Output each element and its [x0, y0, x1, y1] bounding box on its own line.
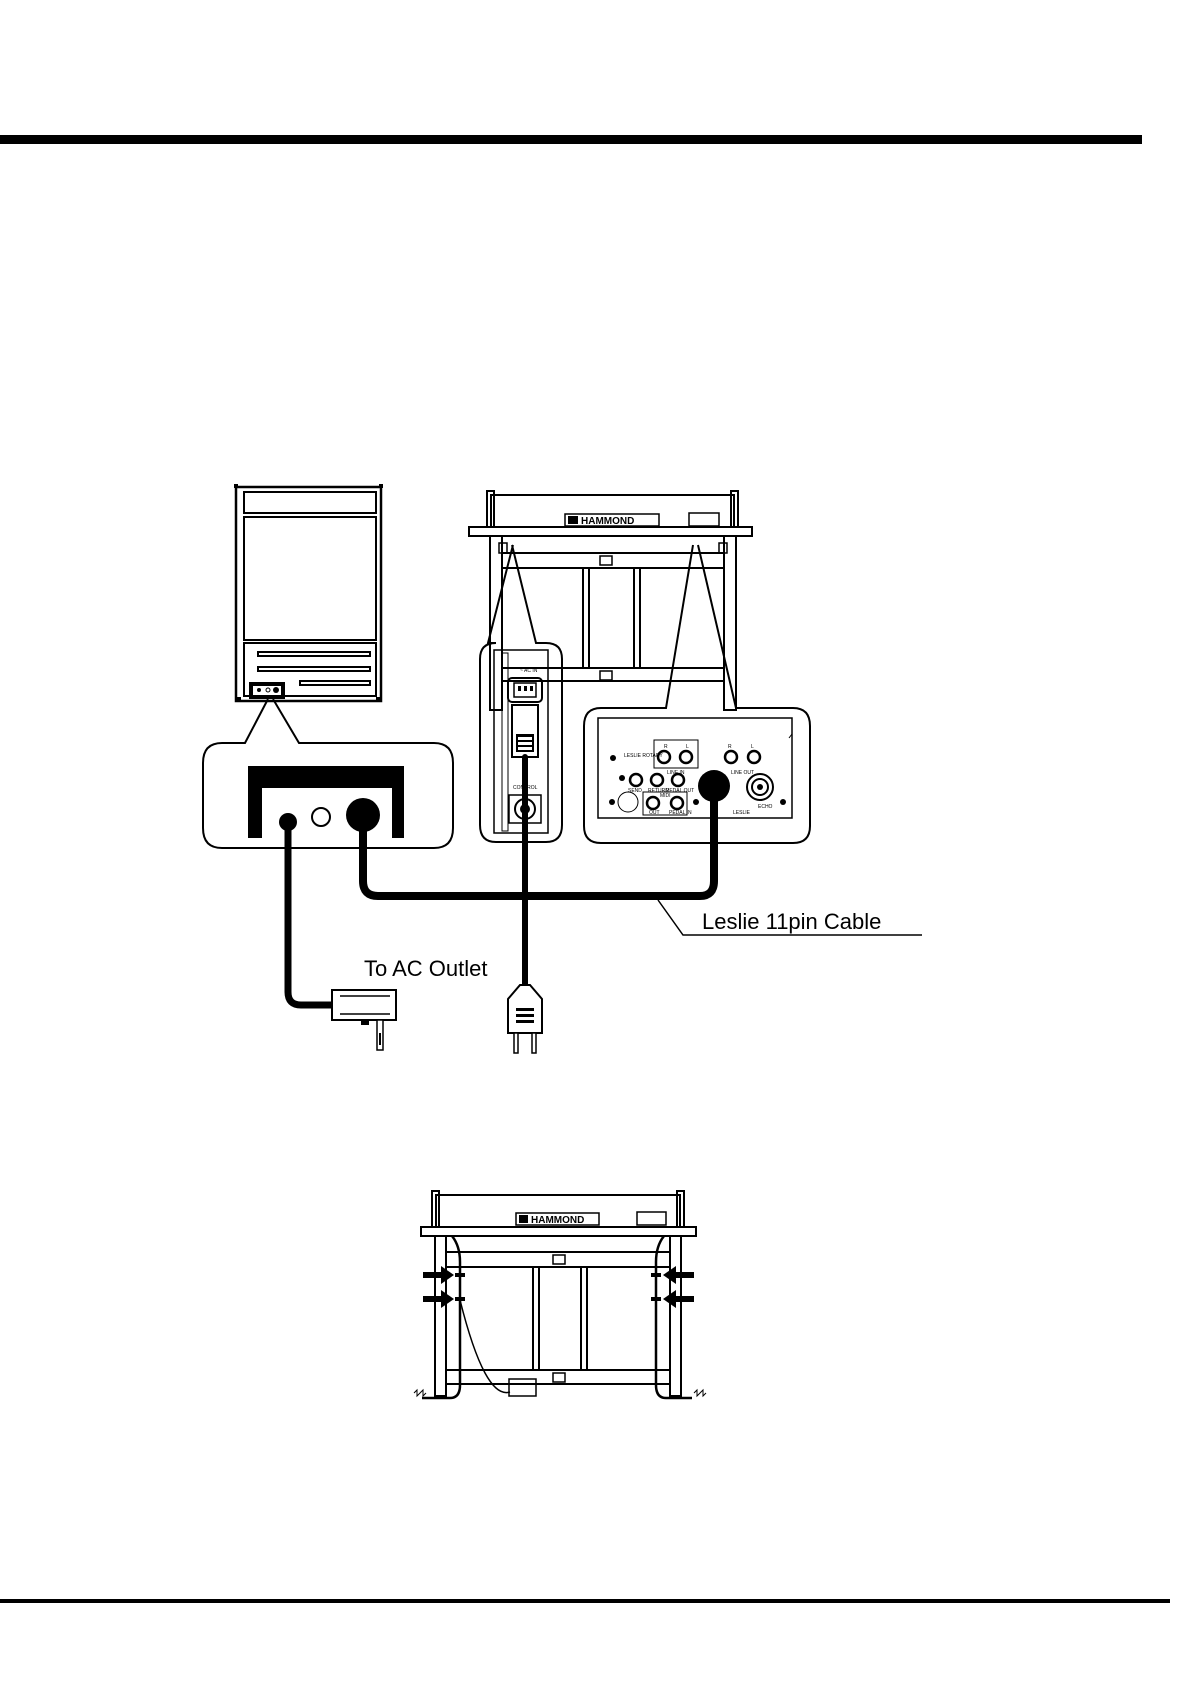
- ac-panel-callout: ~ AC IN CONTROL: [480, 545, 562, 842]
- organ-brand-label-2: HAMMOND: [531, 1215, 584, 1226]
- leslie-power-cable: [288, 822, 332, 1005]
- leslie-rotary-label: LESLIE ROTARY: [624, 753, 663, 759]
- jack-r2-label: R: [728, 744, 732, 750]
- ac-outlet-label: To AC Outlet: [364, 956, 488, 981]
- organ-brand-label: HAMMOND: [581, 516, 634, 527]
- arrow-right-icon: [423, 1290, 454, 1308]
- pedal-in-label: PEDAL IN: [669, 810, 692, 816]
- jack-l-label: L: [686, 744, 689, 750]
- arrow-left-icon: [663, 1266, 694, 1284]
- arrow-right-icon: [423, 1266, 454, 1284]
- organ-ac-plug: [508, 985, 542, 1053]
- ac-in-label: ~ AC IN: [520, 668, 538, 674]
- leslie-speaker-cabinet: [234, 484, 383, 702]
- clamp-arrows: [423, 1266, 694, 1308]
- jack-l2-label: L: [751, 744, 754, 750]
- jack-panel-callout: R L LINE IN R L LINE OUT LESLIE ROTARY S…: [584, 545, 810, 843]
- jack-r-label: R: [664, 744, 668, 750]
- organ-cable-routing-view: HAMMOND: [414, 1191, 706, 1398]
- line-out-label: LINE OUT: [731, 770, 754, 776]
- send-label: SEND: [628, 788, 642, 794]
- leslie-cable-label: Leslie 11pin Cable: [702, 909, 881, 934]
- ac-adapter-plug: [332, 990, 396, 1050]
- leslie-callout: [203, 699, 453, 848]
- echo-label: ECHO: [758, 804, 773, 810]
- leslie-label: LESLIE: [733, 810, 751, 816]
- midi-label: MIDI: [660, 793, 671, 799]
- midi-out-label: OUT: [649, 810, 660, 816]
- arrow-left-icon: [663, 1290, 694, 1308]
